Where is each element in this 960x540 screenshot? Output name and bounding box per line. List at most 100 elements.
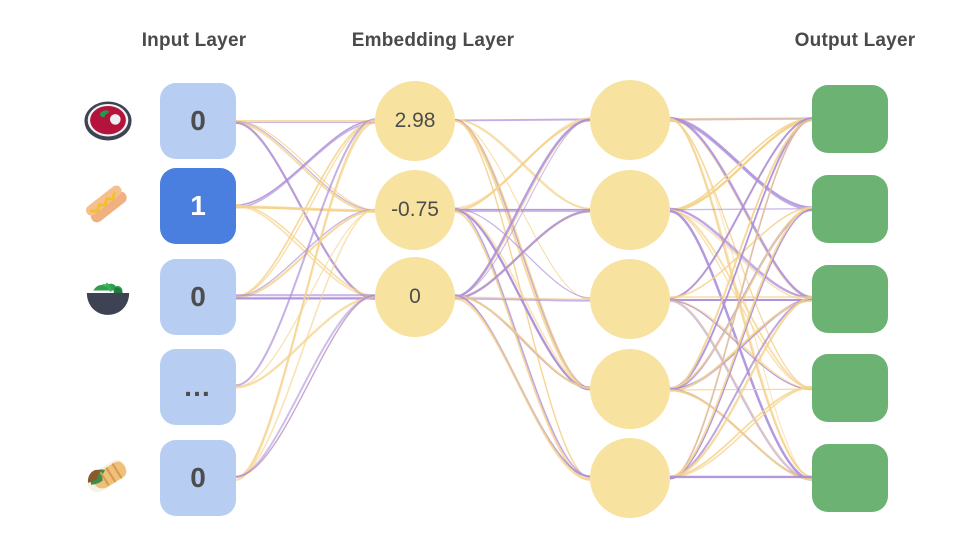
edge-embedding-3-to-hidden-4 xyxy=(454,294,591,389)
edge-input-5-to-embedding-3 xyxy=(235,295,376,479)
edge-hidden-2-to-output-4 xyxy=(669,209,813,390)
input-node-value: 0 xyxy=(190,462,206,493)
embedding-node-value: 2.98 xyxy=(394,109,436,132)
input-node-value: 0 xyxy=(190,281,206,312)
embedding-node-2[interactable]: -0.75 xyxy=(375,170,455,250)
edge-hidden-4-to-output-4 xyxy=(669,388,813,391)
soup-bowl-icon xyxy=(82,95,134,147)
edge-hidden-5-to-output-4 xyxy=(669,386,813,479)
input-node-4[interactable]: … xyxy=(160,349,236,425)
edge-hidden-5-to-output-3 xyxy=(669,296,813,478)
edge-hidden-2-to-output-1 xyxy=(669,117,813,211)
edge-embedding-2-to-hidden-5 xyxy=(454,207,591,478)
input-node-2[interactable]: 1 xyxy=(160,168,236,244)
edge-hidden-4-to-output-1 xyxy=(669,119,813,392)
edge-hidden-5-to-output-2 xyxy=(669,209,813,480)
edge-hidden-1-to-output-3 xyxy=(669,118,813,300)
edge-hidden-4-to-output-3 xyxy=(669,300,813,392)
edge-input-2-to-embedding-1 xyxy=(235,121,376,209)
edge-hidden-4-to-output-5 xyxy=(669,388,813,480)
output-node-4[interactable] xyxy=(812,354,888,422)
edge-embedding-1-to-hidden-3 xyxy=(454,120,591,300)
edge-hidden-2-to-output-3 xyxy=(669,207,813,299)
edge-hidden-1-to-output-5 xyxy=(669,119,813,480)
edge-embedding-2-to-hidden-3 xyxy=(454,208,591,299)
edge-input-2-to-embedding-2 xyxy=(235,205,376,212)
edge-embedding-2-to-hidden-4 xyxy=(454,209,591,391)
layer-title-input: Input Layer xyxy=(141,30,247,51)
edge-input-2-to-embedding-3 xyxy=(235,204,376,297)
embedding-node-value: -0.75 xyxy=(391,198,439,221)
input-node-3[interactable]: 0 xyxy=(160,259,236,335)
hidden-node-1[interactable] xyxy=(590,80,670,160)
edge-embedding-3-to-hidden-3 xyxy=(454,297,591,302)
edge-embedding-1-to-hidden-5 xyxy=(454,120,591,479)
salad-bowl-icon xyxy=(82,271,134,323)
edge-input-4-to-embedding-1 xyxy=(235,118,376,387)
edge-input-1-to-embedding-2 xyxy=(235,120,376,212)
input-node-1[interactable]: 0 xyxy=(160,83,236,159)
edge-input-3-to-embedding-2 xyxy=(235,208,376,298)
edge-hidden-1-to-output-1 xyxy=(669,117,813,121)
edge-input-2-to-embedding-3 xyxy=(235,205,376,298)
embedding-node-value: 0 xyxy=(409,285,421,308)
edge-embedding-3-to-hidden-1 xyxy=(454,119,591,298)
edge-hidden-3-to-output-5 xyxy=(669,300,813,481)
edge-hidden-1-to-output-3 xyxy=(669,117,813,299)
edge-input-5-to-embedding-2 xyxy=(235,208,376,479)
edge-embedding-1-to-hidden-1 xyxy=(454,118,591,122)
output-node-2[interactable] xyxy=(812,175,888,243)
edge-hidden-4-to-output-1 xyxy=(669,119,813,392)
edge-input-2-to-embedding-1 xyxy=(235,119,376,207)
edge-hidden-5-to-output-1 xyxy=(669,118,813,480)
hidden-node-5[interactable] xyxy=(590,438,670,518)
edge-input-4-to-embedding-2 xyxy=(235,209,376,388)
edge-hidden-2-to-output-3 xyxy=(669,211,813,302)
edge-hidden-2-to-output-5 xyxy=(669,210,813,481)
edge-hidden-3-to-output-1 xyxy=(669,118,813,300)
edge-hidden-3-to-output-4 xyxy=(669,299,813,391)
edge-hidden-1-to-output-3 xyxy=(669,116,813,299)
input-node-value: … xyxy=(183,371,213,403)
edge-input-3-to-embedding-1 xyxy=(235,119,376,298)
input-node-value: 0 xyxy=(190,105,206,136)
input-node-5[interactable]: 0 xyxy=(160,440,236,516)
edge-hidden-1-to-output-5 xyxy=(669,117,813,478)
edge-input-4-to-embedding-3 xyxy=(235,296,376,389)
embedding-node-3[interactable]: 0 xyxy=(375,257,455,337)
hidden-node-3[interactable] xyxy=(590,259,670,339)
edge-hidden-1-to-output-4 xyxy=(669,119,813,389)
edge-input-1-to-embedding-2 xyxy=(235,121,376,213)
embedding-node-1[interactable]: 2.98 xyxy=(375,81,455,161)
layer-title-output: Output Layer xyxy=(794,30,916,51)
hidden-node-2[interactable] xyxy=(590,170,670,250)
edge-hidden-5-to-output-2 xyxy=(669,206,813,478)
output-node-1[interactable] xyxy=(812,85,888,153)
edge-input-3-to-embedding-2 xyxy=(235,209,376,299)
edge-input-5-to-embedding-1 xyxy=(235,119,376,478)
output-node-5[interactable] xyxy=(812,444,888,512)
edge-hidden-1-to-output-1 xyxy=(669,117,813,121)
edge-embedding-3-to-hidden-2 xyxy=(454,209,591,300)
edge-embedding-1-to-hidden-4 xyxy=(454,120,591,391)
edge-hidden-3-to-output-5 xyxy=(669,299,813,481)
edge-hidden-5-to-output-3 xyxy=(669,297,813,479)
hidden-node-4[interactable] xyxy=(590,349,670,429)
edge-hidden-4-to-output-1 xyxy=(669,117,813,389)
edge-hidden-2-to-output-2 xyxy=(669,208,813,211)
edge-hidden-4-to-output-3 xyxy=(669,298,813,390)
layer-title-embedding: Embedding Layer xyxy=(351,30,515,51)
edge-hidden-2-to-output-1 xyxy=(669,119,813,213)
output-node-3[interactable] xyxy=(812,265,888,333)
edge-input-2-to-embedding-2 xyxy=(235,207,376,213)
edge-embedding-3-to-hidden-3 xyxy=(454,296,591,300)
edge-embedding-2-to-hidden-1 xyxy=(454,117,591,210)
edge-hidden-5-to-output-4 xyxy=(669,385,813,478)
edge-embedding-3-to-hidden-4 xyxy=(454,294,591,389)
edge-hidden-4-to-output-5 xyxy=(669,389,813,481)
edge-embedding-1-to-hidden-4 xyxy=(454,119,591,389)
edge-embedding-3-to-hidden-5 xyxy=(454,294,591,478)
edge-embedding-1-to-hidden-4 xyxy=(454,119,591,390)
edge-hidden-1-to-output-2 xyxy=(669,117,813,209)
edge-hidden-2-to-output-4 xyxy=(669,209,813,389)
